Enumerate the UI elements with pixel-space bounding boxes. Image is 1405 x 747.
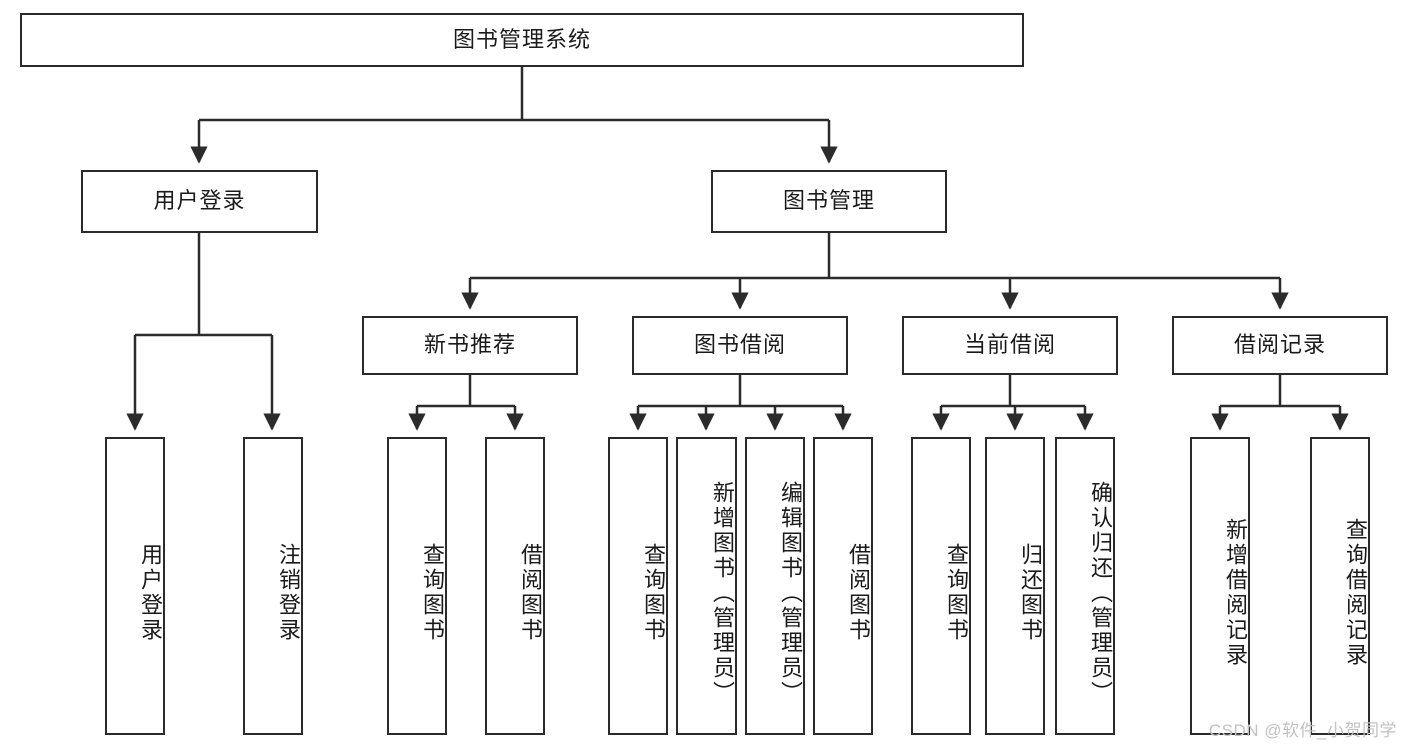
leaf-logout-label: 注销登录 (276, 543, 301, 643)
leaf-add-borrow-record[interactable]: 新增借阅记录 (1190, 437, 1250, 735)
node-book-management-label: 图书管理 (782, 188, 875, 214)
leaf-query-book-current-label: 查询图书 (944, 543, 969, 643)
node-book-borrow-label: 图书借阅 (693, 332, 786, 358)
node-root-label: 图书管理系统 (452, 26, 591, 52)
node-book-borrow[interactable]: 图书借阅 (632, 316, 848, 375)
leaf-query-book-borrow-label: 查询图书 (641, 543, 666, 643)
leaf-query-book-current[interactable]: 查询图书 (911, 437, 971, 735)
node-new-book-recommend-label: 新书推荐 (423, 332, 516, 358)
leaf-return-book[interactable]: 归还图书 (985, 437, 1045, 735)
leaf-borrow-book-label: 借阅图书 (846, 543, 871, 643)
leaf-query-book-new[interactable]: 查询图书 (387, 437, 447, 735)
leaf-query-borrow-record-label: 查询借阅记录 (1343, 518, 1368, 668)
leaf-add-book-admin[interactable]: 新增图书（管理员） (676, 437, 737, 735)
node-new-book-recommend[interactable]: 新书推荐 (362, 316, 578, 375)
leaf-confirm-return-admin[interactable]: 确认归还（管理员） (1055, 437, 1115, 735)
node-borrow-record[interactable]: 借阅记录 (1172, 316, 1388, 375)
node-borrow-record-label: 借阅记录 (1233, 332, 1326, 358)
leaf-edit-book-admin[interactable]: 编辑图书（管理员） (745, 437, 805, 735)
leaf-user-login-label: 用户登录 (138, 543, 163, 643)
leaf-borrow-book-new-label: 借阅图书 (518, 543, 543, 643)
leaf-return-book-label: 归还图书 (1018, 543, 1043, 643)
leaf-edit-book-admin-label: 编辑图书（管理员） (778, 480, 803, 706)
node-current-borrow[interactable]: 当前借阅 (902, 316, 1118, 375)
leaf-query-book-new-label: 查询图书 (420, 543, 445, 643)
node-book-management[interactable]: 图书管理 (711, 170, 947, 233)
leaf-query-borrow-record[interactable]: 查询借阅记录 (1310, 437, 1370, 735)
leaf-logout[interactable]: 注销登录 (243, 437, 303, 735)
leaf-user-login[interactable]: 用户登录 (105, 437, 165, 735)
leaf-query-book-borrow[interactable]: 查询图书 (608, 437, 668, 735)
leaf-borrow-book-new[interactable]: 借阅图书 (485, 437, 545, 735)
leaf-confirm-return-admin-label: 确认归还（管理员） (1088, 480, 1113, 706)
node-user-login-label: 用户登录 (153, 188, 246, 214)
leaf-borrow-book[interactable]: 借阅图书 (813, 437, 873, 735)
watermark: CSDN @软件_小贺同学 (1208, 721, 1397, 740)
node-user-login[interactable]: 用户登录 (81, 170, 318, 233)
node-root[interactable]: 图书管理系统 (20, 13, 1024, 67)
leaf-add-borrow-record-label: 新增借阅记录 (1223, 518, 1248, 668)
leaf-add-book-admin-label: 新增图书（管理员） (710, 480, 735, 706)
node-current-borrow-label: 当前借阅 (963, 332, 1056, 358)
